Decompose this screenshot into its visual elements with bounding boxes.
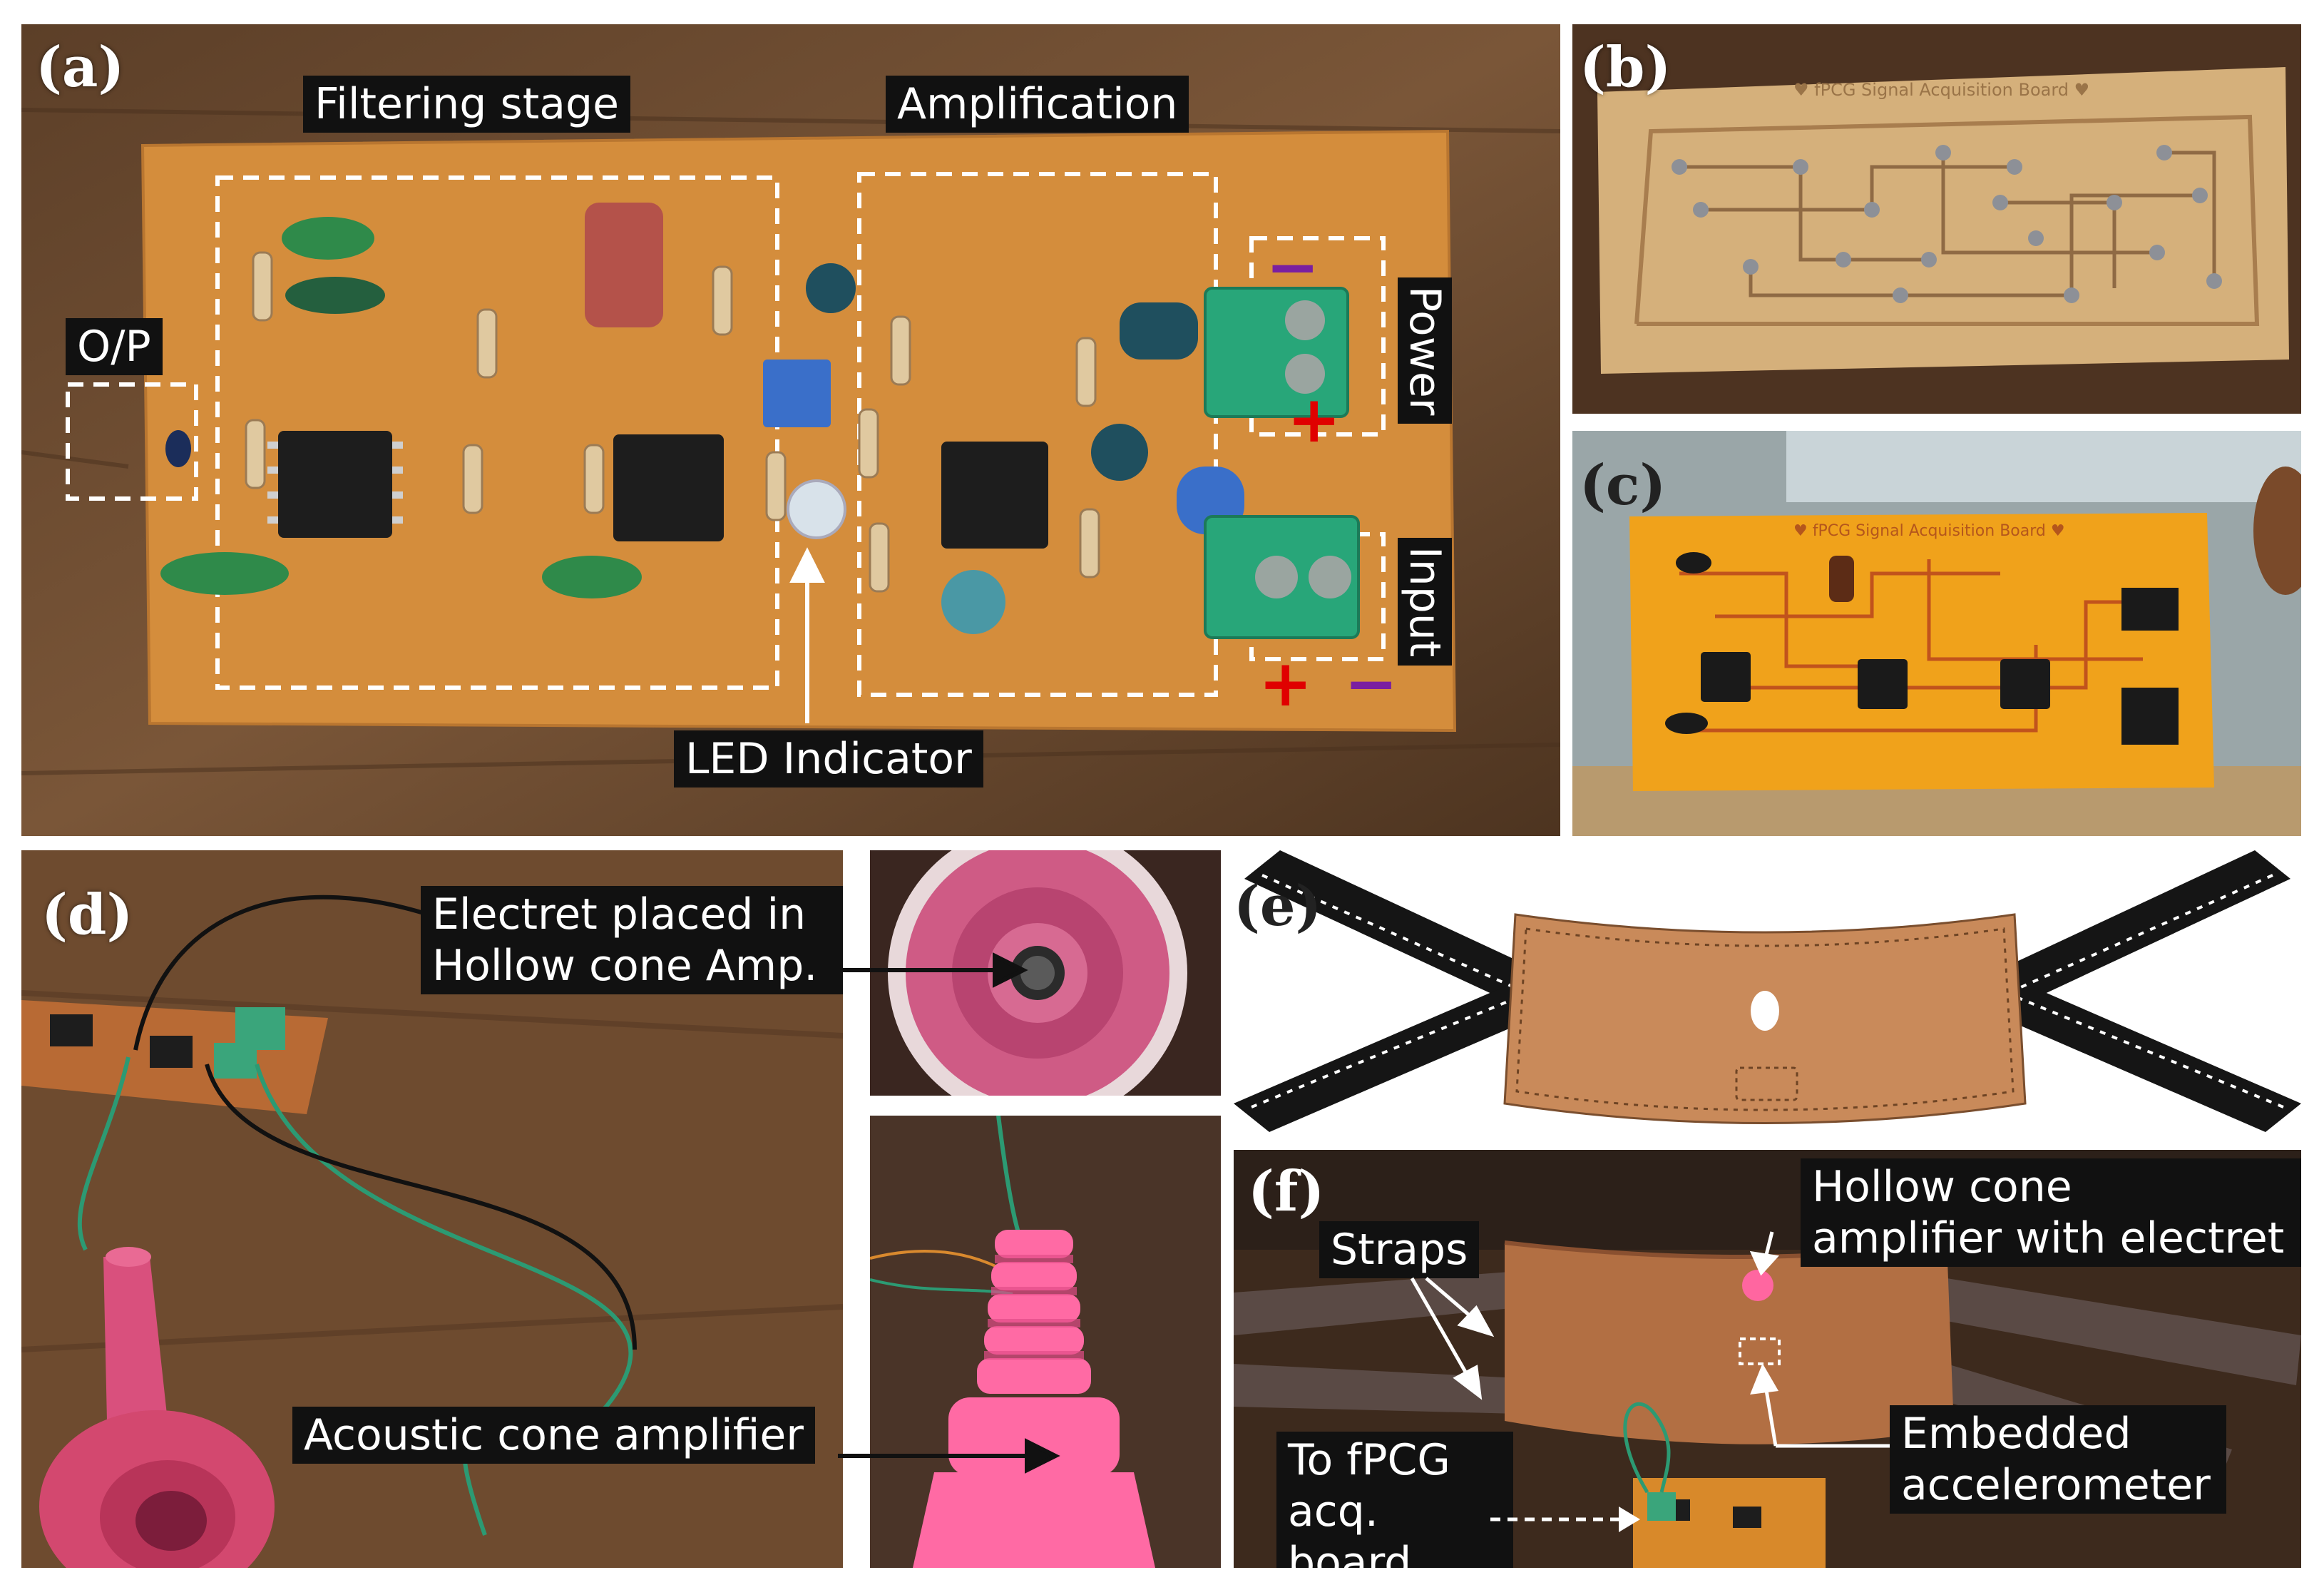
cone-side-view-photo: [870, 1116, 1221, 1568]
input-label: Input: [1398, 538, 1452, 666]
electret-label-line2: Hollow cone Amp.: [432, 941, 818, 991]
pcb-bottom-photo: [1572, 24, 2301, 414]
power-minus-sign: −: [1266, 230, 1320, 305]
to-fpcg-line2: acq. board: [1288, 1487, 1412, 1568]
pcb-top-photo: [1572, 431, 2301, 836]
belt-illustration: [1234, 850, 2301, 1132]
panel-f-arrows: [1410, 1231, 1890, 1532]
input-plus-sign: +: [1259, 646, 1313, 721]
panel-label-e: (e): [1234, 874, 1322, 939]
panel-e-illustration: (e): [1234, 850, 2301, 1136]
panel-label-c: (c): [1580, 453, 1667, 518]
panel-c-photo: ♥ fPCG Signal Acquisition Board ♥ (c): [1572, 431, 2301, 836]
acoustic-cone-side-image: [870, 1116, 1221, 1568]
panel-a-photo: (a) Filtering stage Amplification O/P Po…: [21, 24, 1560, 836]
panel-label-f: (f): [1248, 1159, 1325, 1224]
electret-label: Electret placed in Hollow cone Amp.: [421, 886, 843, 994]
straps-label: Straps: [1319, 1221, 1480, 1278]
electret-in-cone-image: [870, 850, 1221, 1096]
embedded-label-line1: Embedded: [1901, 1409, 2131, 1459]
board-c-title: ♥ fPCG Signal Acquisition Board ♥: [1793, 522, 2065, 540]
embedded-label-line2: accelerometer: [1901, 1460, 2211, 1510]
panel-label-a: (a): [36, 35, 125, 100]
hollow-cone-label-line1: Hollow cone: [1812, 1162, 2072, 1212]
amplification-label: Amplification: [886, 76, 1189, 133]
cone-top-view-photo: [870, 850, 1221, 1096]
panel-b-photo: ♥ fPCG Signal Acquisition Board ♥ (b): [1572, 24, 2301, 414]
power-label: Power: [1398, 277, 1452, 424]
board-b-title: ♥ fPCG Signal Acquisition Board ♥: [1793, 80, 2090, 100]
electret-label-line1: Electret placed in: [432, 890, 807, 939]
panel-label-b: (b): [1580, 35, 1672, 100]
to-fpcg-label: To fPCG acq. board: [1276, 1432, 1513, 1568]
to-fpcg-line1: To fPCG: [1288, 1435, 1450, 1485]
power-plus-sign: +: [1287, 382, 1341, 457]
pcb-photo-a: [21, 24, 1560, 836]
acoustic-cone-label: Acoustic cone amplifier: [292, 1407, 815, 1464]
filtering-stage-label: Filtering stage: [303, 76, 631, 133]
led-indicator-label: LED Indicator: [674, 730, 983, 788]
input-minus-sign: −: [1344, 646, 1398, 721]
panel-label-d: (d): [41, 882, 133, 947]
panel-f-photo: (f) Straps Hollow cone amplifier with el…: [1234, 1150, 2301, 1568]
output-label: O/P: [66, 318, 163, 375]
hollow-cone-label-line2: amplifier with electret: [1812, 1213, 2285, 1263]
panel-d-photo: (d) Electret placed in Hollow cone Amp. …: [21, 850, 843, 1568]
hollow-cone-label: Hollow cone amplifier with electret: [1801, 1158, 2301, 1267]
embedded-accelerometer-label: Embedded accelerometer: [1890, 1405, 2226, 1514]
